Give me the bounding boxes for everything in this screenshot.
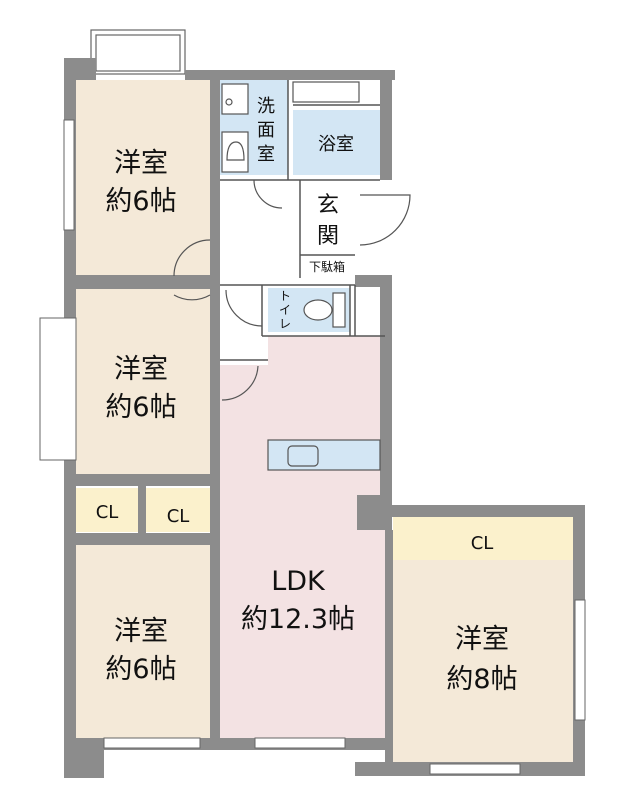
sink-icon xyxy=(287,445,319,467)
western-sw-title: 洋室 xyxy=(114,616,168,647)
toilet-char-3: レ xyxy=(279,317,291,331)
closet-2-label: CL xyxy=(167,506,190,527)
toilet-char-1: ト xyxy=(279,289,291,303)
toilet-char-2: イ xyxy=(279,303,291,317)
washroom-fixtures xyxy=(221,83,249,173)
western-w-size: 約6帖 xyxy=(105,392,176,423)
windows xyxy=(39,119,586,775)
ldk-floor xyxy=(220,336,385,738)
balcony-rail xyxy=(90,29,186,75)
outer-walls xyxy=(64,58,585,778)
ldk-size: 約12.3帖 xyxy=(241,604,355,635)
entrance-char-1: 玄 xyxy=(317,193,339,218)
western-nw-title: 洋室 xyxy=(114,148,168,179)
western-se-title: 洋室 xyxy=(455,624,509,655)
closet-1 xyxy=(76,488,138,532)
western-room-se xyxy=(393,560,573,762)
washroom-char-2: 面 xyxy=(257,120,275,141)
ldk-title: LDK xyxy=(271,566,326,597)
western-w-title: 洋室 xyxy=(114,354,168,385)
washroom-char-1: 洗 xyxy=(257,96,275,117)
entrance-char-2: 関 xyxy=(317,224,339,249)
closet-1-label: CL xyxy=(96,502,119,523)
closet-3 xyxy=(393,517,573,560)
western-sw-size: 約6帖 xyxy=(105,654,176,685)
closet-3-label: CL xyxy=(471,533,494,554)
bathroom xyxy=(293,110,380,175)
western-nw-size: 約6帖 xyxy=(105,186,176,217)
door-swings xyxy=(173,179,411,401)
toilet-fixture xyxy=(303,292,346,328)
kitchen-counter xyxy=(267,439,381,471)
shoe-box-label: 下駄箱 xyxy=(309,259,345,274)
western-room-w xyxy=(76,289,210,474)
washroom-char-3: 室 xyxy=(257,144,275,165)
western-room-nw xyxy=(76,80,210,275)
closet-2 xyxy=(146,488,210,532)
western-room-sw xyxy=(76,545,210,738)
partitions xyxy=(220,80,385,361)
bathroom-label: 浴室 xyxy=(318,134,354,155)
western-se-size: 約8帖 xyxy=(446,664,517,695)
